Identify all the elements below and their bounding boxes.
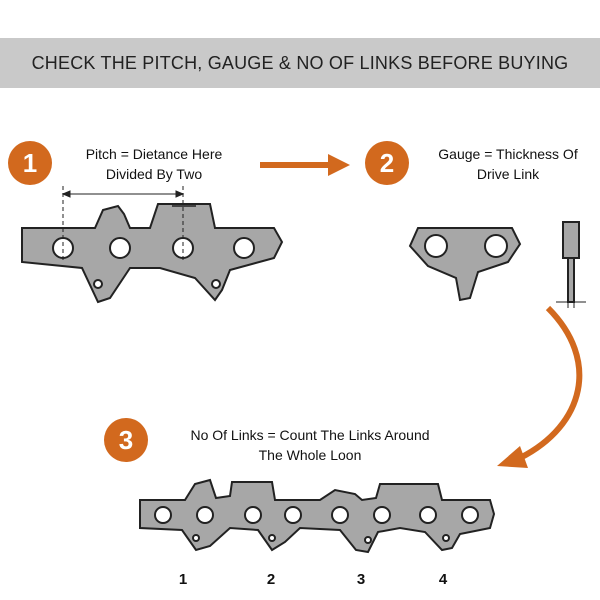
step-3-caption: No Of Links = Count The Links Around The…	[190, 427, 430, 463]
link-number-3: 3	[356, 571, 366, 588]
link-number-1: 1	[178, 571, 188, 588]
step-3-badge: 3	[104, 418, 148, 462]
curved-arrow-icon	[497, 305, 583, 468]
step-1-caption: Pitch = Dietance Here Divided By Two	[85, 146, 223, 182]
drive-link-gauge-view	[556, 221, 586, 308]
step-2-badge: 2	[365, 141, 409, 185]
pitch-dimension-marks	[61, 186, 185, 262]
drive-link-side-view	[408, 227, 522, 302]
pitch-chain-segment	[21, 203, 284, 304]
header-banner: CHECK THE PITCH, GAUGE & NO OF LINKS BEF…	[0, 38, 600, 88]
links-chain	[139, 478, 496, 554]
right-arrow-icon	[260, 154, 350, 176]
banner-title: CHECK THE PITCH, GAUGE & NO OF LINKS BEF…	[31, 52, 569, 73]
step-1-badge: 1	[8, 141, 52, 185]
link-number-2: 2	[266, 571, 276, 588]
link-number-4: 4	[438, 571, 448, 588]
step-2-caption: Gauge = Thickness Of Drive Link	[438, 146, 578, 182]
